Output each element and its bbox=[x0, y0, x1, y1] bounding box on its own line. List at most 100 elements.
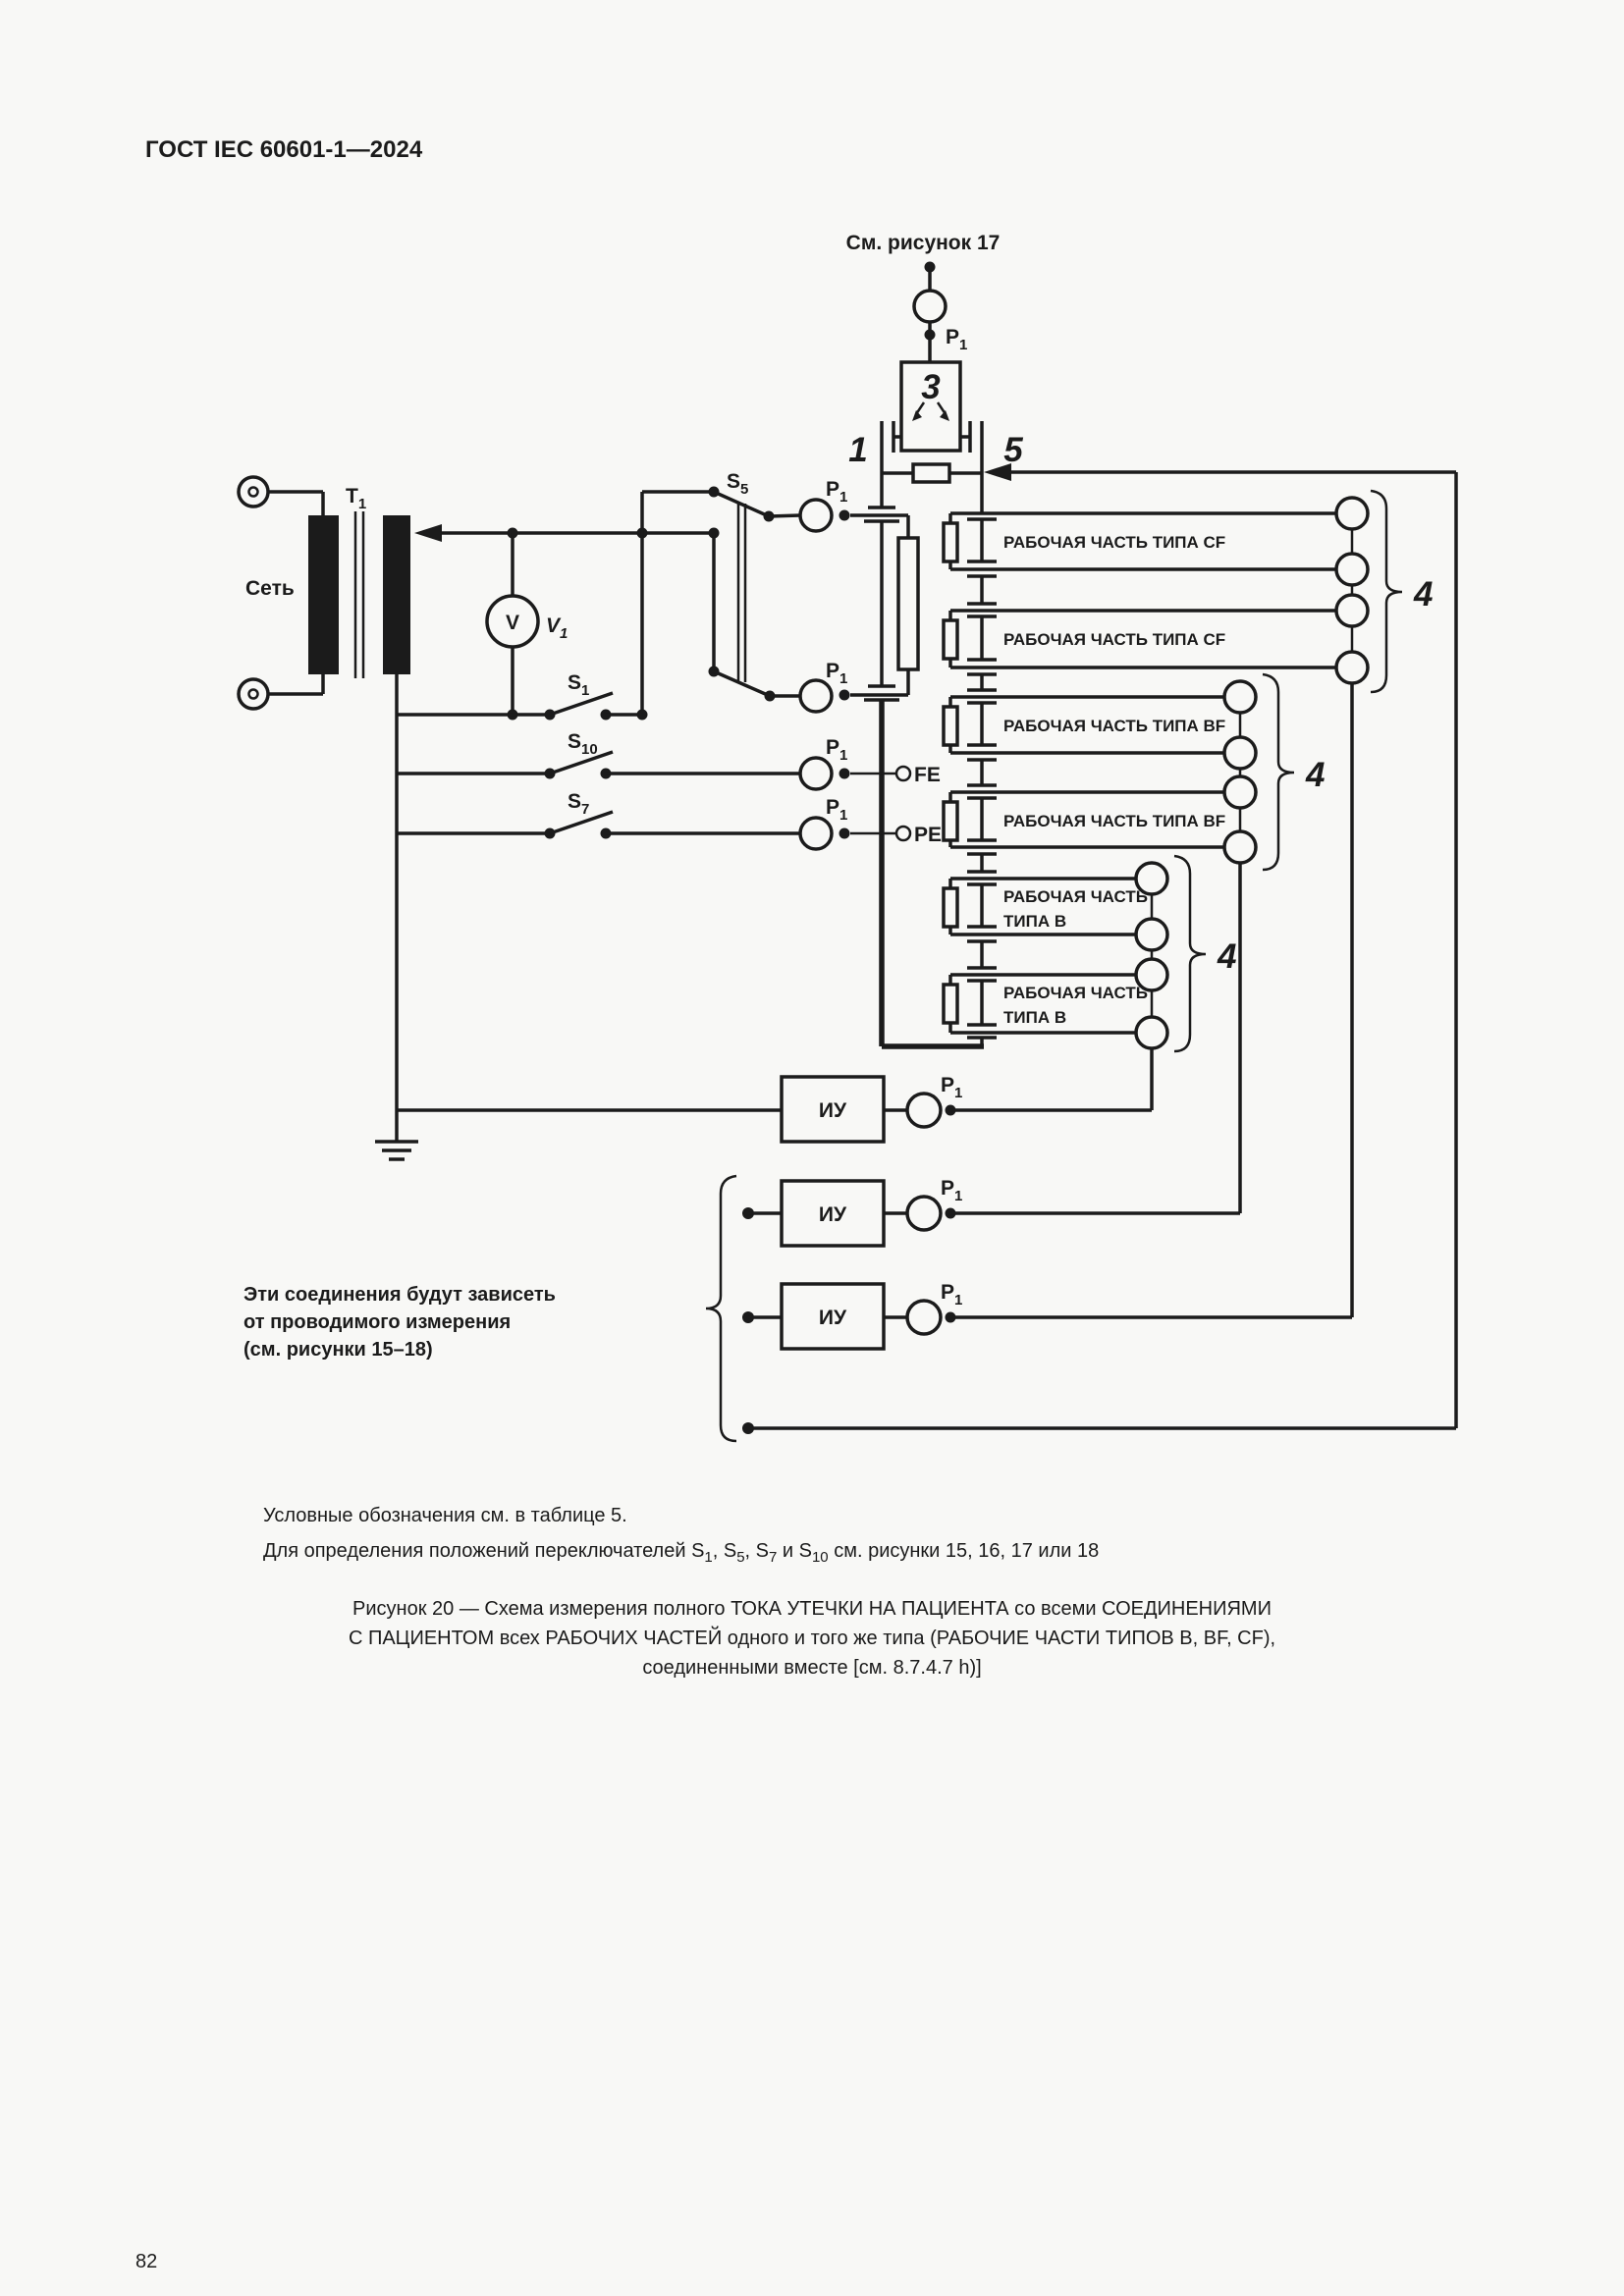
measuring-device-iu-2: ИУ P1 bbox=[742, 1177, 1240, 1248]
switch-s10: S10 P1 FE bbox=[397, 730, 941, 791]
probe-p1-pe bbox=[798, 816, 834, 851]
applied-part-label: РАБОЧАЯ ЧАСТЬ ТИПА CF bbox=[1003, 630, 1225, 649]
brace-b-group: 4 bbox=[1173, 854, 1236, 1053]
measuring-device-iu-3: ИУ P1 bbox=[742, 1281, 1352, 1351]
mains-terminals: Сеть bbox=[237, 475, 295, 711]
measuring-network-box-3: 3 1 5 bbox=[848, 360, 1023, 513]
numeral-1: 1 bbox=[848, 431, 867, 469]
numeral-3: 3 bbox=[921, 368, 941, 406]
brace-cf-group: 4 bbox=[1370, 489, 1433, 694]
capacitor-5: 5 bbox=[960, 421, 1023, 513]
probe-circle-top bbox=[912, 289, 947, 324]
resistor-tall bbox=[896, 536, 920, 671]
patient-chain-drops bbox=[1150, 683, 1354, 1317]
applied-part-label: РАБОЧАЯ ЧАСТЬ ТИПА CF bbox=[1003, 533, 1225, 552]
applied-part-label: РАБОЧАЯ ЧАСТЬ ТИПА BF bbox=[1003, 717, 1225, 735]
patient-connection bbox=[1134, 861, 1169, 896]
connection-line-5 bbox=[742, 463, 1458, 1434]
switch-s5: S5 bbox=[708, 470, 776, 702]
p1-label-upper: P1 bbox=[826, 478, 847, 506]
inter-capacitor bbox=[967, 1036, 997, 1046]
s10-label: S10 bbox=[568, 730, 598, 758]
inter-capacitor bbox=[967, 672, 997, 692]
patient-connection bbox=[1134, 917, 1169, 952]
voltmeter-v1: V V1 bbox=[485, 533, 568, 721]
mains-label: Сеть bbox=[245, 577, 295, 600]
applied-part-label: РАБОЧАЯ ЧАСТЬ bbox=[1003, 887, 1148, 906]
iu-label: ИУ bbox=[819, 1203, 847, 1226]
applied-part-label: РАБОЧАЯ ЧАСТЬ bbox=[1003, 984, 1148, 1002]
numeral-4: 4 bbox=[1413, 575, 1433, 614]
measuring-device-iu-1: ИУ P1 bbox=[780, 1074, 1152, 1144]
resistor-box3 bbox=[882, 462, 982, 484]
p1-label-iu2: P1 bbox=[941, 1177, 962, 1204]
inter-capacitor bbox=[967, 939, 997, 970]
probe-p1-upper: P1 bbox=[768, 478, 908, 533]
patient-connection bbox=[1334, 552, 1370, 587]
applied-part-label: ТИПА В bbox=[1003, 1008, 1066, 1027]
patient-connection bbox=[1334, 593, 1370, 628]
s7-label: S7 bbox=[568, 790, 589, 818]
p1-label-lower: P1 bbox=[826, 660, 847, 687]
p1-label-fe: P1 bbox=[826, 736, 847, 764]
switch-s1: S1 bbox=[397, 671, 648, 721]
numeral-4: 4 bbox=[1305, 756, 1325, 794]
patient-connection bbox=[1222, 679, 1258, 715]
figure-caption-line3: соединенными вместе [см. 8.7.4.7 h)] bbox=[642, 1657, 981, 1679]
brace-bf-group: 4 bbox=[1262, 672, 1325, 872]
patient-connection bbox=[1222, 735, 1258, 771]
patient-connection bbox=[1222, 829, 1258, 865]
pe-terminal bbox=[894, 825, 912, 842]
t1-label: T1 bbox=[346, 485, 366, 512]
applied-part-cf-2: РАБОЧАЯ ЧАСТЬ ТИПА CF bbox=[942, 585, 1370, 685]
fe-terminal bbox=[894, 765, 912, 782]
p1-label-top: P1 bbox=[946, 326, 967, 353]
figure17-connection-probe: P1 bbox=[912, 261, 967, 362]
numeral-4: 4 bbox=[1217, 937, 1236, 976]
voltmeter-symbol: V bbox=[506, 612, 519, 634]
earth-return-line bbox=[375, 674, 782, 1161]
inter-capacitor bbox=[967, 758, 997, 787]
primary-winding bbox=[308, 515, 339, 674]
applied-part-cf-1: РАБОЧАЯ ЧАСТЬ ТИПА CF bbox=[942, 496, 1370, 587]
switch-positions-note: Для определения положений переключателей… bbox=[263, 1540, 1099, 1566]
see-figure-label: См. рисунок 17 bbox=[846, 232, 1001, 254]
applied-part-b-1: РАБОЧАЯ ЧАСТЬ ТИПА В bbox=[942, 861, 1169, 952]
patient-connection bbox=[1334, 650, 1370, 685]
v1-label: V1 bbox=[546, 614, 568, 642]
patient-connection bbox=[1334, 496, 1370, 531]
figure-caption-line1: Рисунок 20 — Схема измерения полного ТОК… bbox=[352, 1598, 1272, 1620]
probe-p1-lower: P1 bbox=[770, 660, 908, 714]
probe-p1-fe bbox=[798, 756, 834, 791]
brace-note-line2: от проводимого измерения bbox=[244, 1311, 511, 1333]
patient-connection bbox=[1222, 774, 1258, 810]
p1-label-iu1: P1 bbox=[941, 1074, 962, 1101]
p1-label-iu3: P1 bbox=[941, 1281, 962, 1308]
patient-connection bbox=[1134, 1015, 1169, 1050]
ground-icon bbox=[375, 1140, 418, 1161]
applied-part-bf-1: РАБОЧАЯ ЧАСТЬ ТИПА BF bbox=[942, 679, 1258, 771]
pe-label: PE bbox=[914, 824, 942, 846]
figure-caption-line2: С ПАЦИЕНТОМ всех РАБОЧИХ ЧАСТЕЙ одного и… bbox=[349, 1626, 1275, 1649]
fe-label: FE bbox=[914, 764, 941, 786]
applied-part-b-2: РАБОЧАЯ ЧАСТЬ ТИПА В bbox=[942, 950, 1169, 1050]
connections-brace: Эти соединения будут зависеть от проводи… bbox=[244, 1174, 737, 1443]
s1-label: S1 bbox=[568, 671, 589, 699]
transformer-t1: T1 bbox=[268, 485, 410, 696]
measuring-rail bbox=[864, 506, 984, 1049]
page-number: 82 bbox=[135, 2251, 157, 2272]
brace-note-line3: (см. рисунки 15–18) bbox=[244, 1339, 433, 1361]
numeral-5: 5 bbox=[1003, 431, 1023, 469]
inter-capacitor bbox=[967, 574, 997, 606]
s5-label: S5 bbox=[727, 470, 748, 498]
applied-part-bf-2: РАБОЧАЯ ЧАСТЬ ТИПА BF bbox=[942, 769, 1258, 865]
inter-capacitor bbox=[967, 852, 997, 874]
secondary-winding bbox=[383, 515, 410, 674]
switch-s7: S7 P1 PE bbox=[397, 790, 942, 851]
capacitor-1: 1 bbox=[848, 421, 901, 507]
p1-label-pe: P1 bbox=[826, 796, 847, 824]
brace-note-line1: Эти соединения будут зависеть bbox=[244, 1284, 556, 1306]
applied-part-label: РАБОЧАЯ ЧАСТЬ ТИПА BF bbox=[1003, 812, 1225, 830]
